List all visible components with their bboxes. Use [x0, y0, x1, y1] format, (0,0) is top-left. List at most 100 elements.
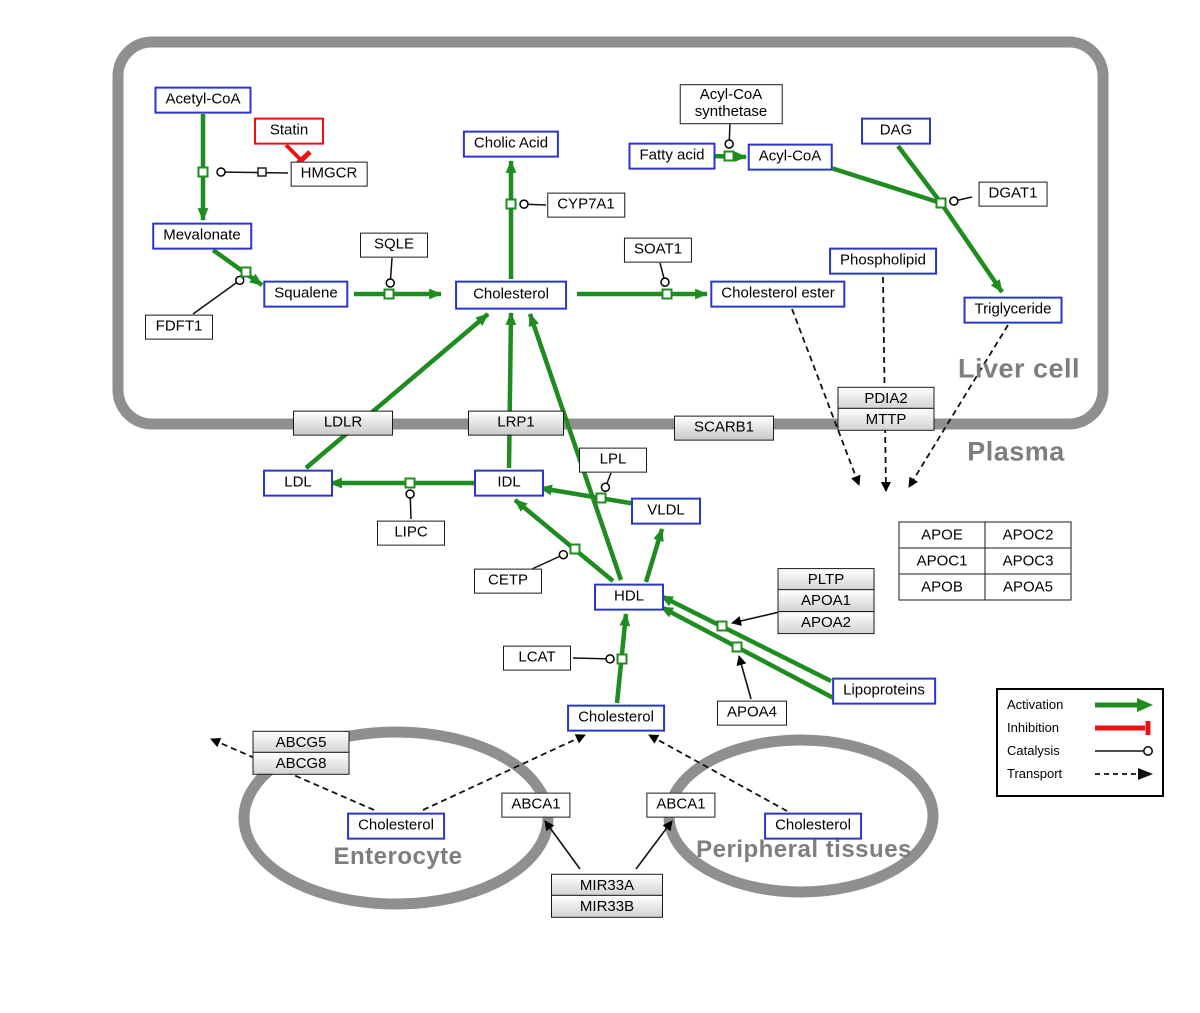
node-mir33-group: MIR33A MIR33B — [551, 873, 663, 919]
enterocyte-label: Enterocyte — [333, 843, 463, 870]
edge-triglyceride-plasma — [908, 324, 1009, 488]
liver-cell-membrane — [112, 36, 1109, 430]
apo-table-cell-apoc2[interactable]: APOC2 — [984, 521, 1072, 549]
edge-vldl-idl — [538, 484, 637, 507]
reaction-nodes — [197, 150, 947, 665]
plasma-label: Plasma — [967, 436, 1065, 467]
edge-apoa4-node — [736, 655, 752, 700]
legend-row-activation: Activation — [998, 693, 1162, 716]
apo-table-cell-apoe[interactable]: APOE — [898, 521, 986, 549]
node-vldl[interactable]: VLDL — [631, 497, 701, 525]
edge-lipoproteins-hdl-upper — [659, 593, 833, 684]
activation-edges — [197, 114, 1004, 704]
edge-hdl-liver-cholesterol — [527, 312, 624, 581]
node-ldlr[interactable]: LDLR — [293, 410, 393, 436]
edge-hdl-idl — [513, 498, 615, 583]
node-cholesterol-peripheral[interactable]: Cholesterol — [764, 812, 862, 840]
node-idl[interactable]: IDL — [474, 469, 544, 497]
apo-table-cell-apoa5[interactable]: APOA5 — [984, 573, 1072, 601]
catalysis-edges — [192, 122, 973, 664]
node-mir33a[interactable]: MIR33A — [551, 873, 663, 897]
node-acyl-coa-synthetase[interactable]: Acyl-CoA synthetase — [679, 84, 783, 124]
node-lpl[interactable]: LPL — [579, 447, 647, 473]
node-sqle[interactable]: SQLE — [360, 232, 428, 258]
node-mttp[interactable]: MTTP — [837, 408, 935, 432]
node-pltp-apoa-group: PLTP APOA1 APOA2 — [777, 568, 875, 634]
apo-table-cell-apoc3[interactable]: APOC3 — [984, 547, 1072, 575]
edge-dag-junction — [896, 144, 940, 201]
edge-soat1-catalysis — [659, 262, 670, 287]
edge-hmgcr-catalysis — [216, 167, 289, 177]
edge-cholesterolester-plasma — [791, 308, 861, 486]
node-cholesterol-enterocyte[interactable]: Cholesterol — [347, 812, 445, 840]
node-abcg8[interactable]: ABCG8 — [252, 752, 350, 776]
node-pdia2[interactable]: PDIA2 — [837, 386, 935, 410]
node-dgat1[interactable]: DGAT1 — [978, 181, 1048, 207]
edge-mevalonate-squalene — [211, 248, 264, 287]
node-cholesterol-ester[interactable]: Cholesterol ester — [710, 280, 846, 308]
node-pltp[interactable]: PLTP — [777, 568, 875, 592]
transport-edges — [210, 276, 1009, 812]
apo-table-cell-apoc1[interactable]: APOC1 — [898, 547, 986, 575]
edge-mir33-abca1-right — [635, 820, 673, 870]
legend-inhibition-label: Inhibition — [1007, 720, 1060, 735]
node-lrp1[interactable]: LRP1 — [468, 410, 564, 436]
edge-lipc-catalysis — [405, 489, 415, 520]
node-pdia2-mttp-group: PDIA2 MTTP — [837, 386, 935, 432]
edge-idl-liver-cholesterol — [505, 311, 517, 469]
inhibition-tbar-icon — [1095, 720, 1151, 735]
edge-dgat1-catalysis — [949, 196, 973, 206]
legend-row-inhibition: Inhibition — [998, 716, 1162, 739]
node-cholic-acid[interactable]: Cholic Acid — [462, 130, 560, 158]
node-lipoproteins[interactable]: Lipoproteins — [832, 677, 936, 705]
node-triglyceride[interactable]: Triglyceride — [963, 296, 1063, 324]
node-cholesterol-plasma[interactable]: Cholesterol — [567, 704, 665, 732]
node-hdl[interactable]: HDL — [594, 583, 664, 611]
edge-acylcoa-synthetase-catalysis — [724, 122, 734, 149]
edge-peripheral-cholesterol-plasma — [648, 734, 788, 812]
node-scarb1[interactable]: SCARB1 — [674, 415, 774, 441]
node-fdft1[interactable]: FDFT1 — [145, 314, 213, 340]
node-mevalonate[interactable]: Mevalonate — [152, 222, 252, 250]
activation-arrow-icon — [1095, 697, 1153, 712]
legend: Activation Inhibition Catalysis Transpor… — [996, 688, 1164, 797]
legend-activation-label: Activation — [1007, 697, 1064, 712]
node-cetp[interactable]: CETP — [474, 568, 542, 594]
edge-cetp-catalysis — [531, 549, 569, 570]
node-fatty-acid[interactable]: Fatty acid — [628, 142, 716, 170]
peripheral-tissues-label: Peripheral tissues — [696, 836, 912, 863]
apo-table-cell-apob[interactable]: APOB — [898, 573, 986, 601]
node-statin[interactable]: Statin — [254, 117, 324, 145]
apolipoprotein-table: APOE APOC2 APOC1 APOC3 APOB APOA5 — [898, 521, 1072, 601]
node-lcat[interactable]: LCAT — [503, 645, 571, 671]
node-lipc[interactable]: LIPC — [377, 520, 445, 546]
edge-lipoproteins-hdl-lower — [659, 605, 843, 704]
enterocyte-membrane — [238, 726, 554, 910]
node-ldl[interactable]: LDL — [263, 469, 333, 497]
node-apoa4[interactable]: APOA4 — [716, 700, 788, 726]
node-mir33b[interactable]: MIR33B — [551, 895, 663, 919]
hmgcr-reaction-node — [257, 167, 267, 177]
node-abca1-right[interactable]: ABCA1 — [646, 792, 716, 818]
edge-fdft1-catalysis — [192, 275, 245, 315]
node-apoa1[interactable]: APOA1 — [777, 589, 875, 613]
node-cyp7a1[interactable]: CYP7A1 — [547, 192, 625, 218]
node-phospholipid[interactable]: Phospholipid — [829, 247, 937, 275]
node-cholesterol-liver[interactable]: Cholesterol — [455, 280, 567, 310]
legend-row-transport: Transport — [998, 762, 1162, 785]
node-apoa2[interactable]: APOA2 — [777, 610, 875, 634]
edge-sqle-catalysis — [385, 257, 396, 288]
node-soat1[interactable]: SOAT1 — [623, 237, 693, 263]
acyl-coa-synthetase-line1: Acyl-CoA — [699, 86, 763, 104]
liver-cell-label: Liver cell — [957, 353, 1081, 384]
node-abca1-left[interactable]: ABCA1 — [501, 792, 571, 818]
node-squalene[interactable]: Squalene — [263, 280, 349, 308]
node-hmgcr[interactable]: HMGCR — [290, 161, 368, 187]
node-acyl-coa[interactable]: Acyl-CoA — [747, 143, 833, 171]
catalysis-circle-icon — [1095, 745, 1153, 756]
node-abcg5[interactable]: ABCG5 — [252, 730, 350, 754]
node-dag[interactable]: DAG — [861, 117, 931, 145]
node-acetyl-coa[interactable]: Acetyl-CoA — [154, 86, 252, 114]
